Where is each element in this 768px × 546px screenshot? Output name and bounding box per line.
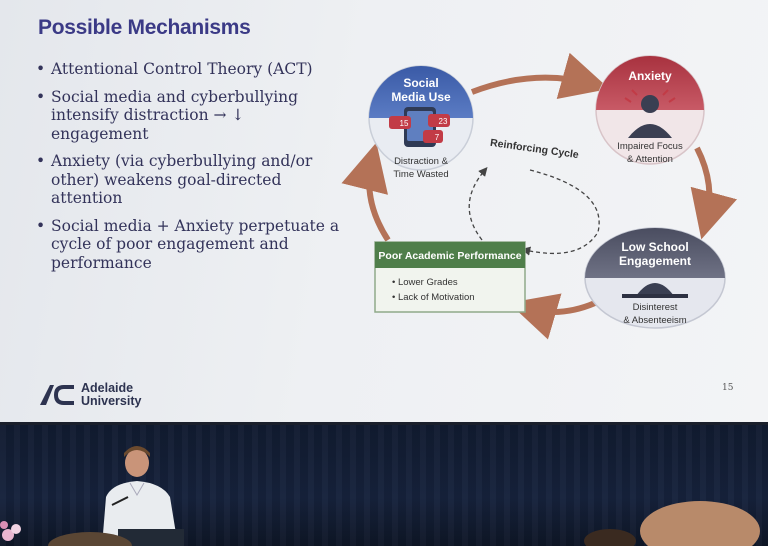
- audience-head: [48, 532, 132, 546]
- anxiety-sub-line2: & Attention: [627, 154, 673, 165]
- reinforcing-dashed-arrow: [468, 167, 488, 241]
- microphone: [111, 496, 129, 506]
- cycle-arrow: [508, 293, 597, 340]
- bullet-list: Attentional Control Theory (ACT) Social …: [34, 60, 344, 281]
- notification-badge-icon: [389, 116, 411, 129]
- slide-page-number: 15: [722, 383, 734, 393]
- cycle-arrow: [341, 142, 391, 242]
- academic-title: Poor Academic Performance: [378, 250, 521, 262]
- engagement-sub-line2: & Absenteeism: [623, 315, 686, 326]
- engagement-title-line2: Engagement: [619, 254, 691, 268]
- university-logo: Adelaide University: [38, 382, 141, 408]
- academic-item-1: • Lower Grades: [392, 277, 458, 288]
- logo-line-1: Adelaide: [81, 381, 134, 395]
- social-sub-line1: Distraction &: [394, 156, 449, 167]
- reinforcing-cycle-label: Reinforcing Cycle: [489, 137, 579, 161]
- anxiety-sub-line1: Impaired Focus: [617, 141, 683, 152]
- reinforcing-cycle-diagram: Reinforcing Cycle Social Media Use 15 23…: [341, 52, 737, 340]
- audience-and-speaker: [0, 446, 760, 546]
- node-poor-academic-performance: Poor Academic Performance • Lower Grades…: [374, 241, 526, 313]
- node-low-school-engagement: Low School Engagement Disinterest & Abse…: [584, 227, 726, 329]
- cycle-arrow: [690, 146, 737, 240]
- node-anxiety: Anxiety Impaired Focus & Attention: [595, 55, 705, 165]
- anxiety-title: Anxiety: [628, 69, 672, 83]
- bullet-item: Social media and cyberbullying intensify…: [34, 88, 344, 144]
- bullet-item: Social media + Anxiety perpetuate a cycl…: [34, 217, 344, 273]
- social-title-line2: Media Use: [391, 90, 451, 104]
- academic-item-2: • Lack of Motivation: [392, 292, 475, 303]
- cycle-arrow: [470, 52, 610, 100]
- social-badge-2: 23: [439, 117, 448, 126]
- social-badge-1: 15: [400, 119, 409, 128]
- reinforcing-dashed-arrow: [521, 169, 600, 256]
- notification-badge-icon: [423, 130, 443, 143]
- notification-badge-icon: [428, 114, 450, 127]
- student-desk-icon: [636, 283, 674, 296]
- lectern: [118, 529, 184, 546]
- logo-line-2: University: [81, 394, 142, 408]
- social-badge-3: 7: [435, 133, 440, 142]
- node-social-media-use: Social Media Use 15 23 7 Distraction & T…: [368, 65, 474, 180]
- bullet-item: Anxiety (via cyberbullying and/or other)…: [34, 152, 344, 208]
- university-logo-icon: [40, 385, 74, 405]
- bullet-item: Attentional Control Theory (ACT): [34, 60, 344, 79]
- engagement-sub-line1: Disinterest: [633, 302, 678, 313]
- social-title-line1: Social: [403, 76, 438, 90]
- engagement-title-line1: Low School: [621, 240, 688, 254]
- slide-title: Possible Mechanisms: [38, 16, 251, 39]
- audience-head: [640, 501, 760, 546]
- anxious-person-icon: [641, 95, 659, 113]
- audience-head: [584, 529, 636, 546]
- presentation-slide: Possible Mechanisms Attentional Control …: [0, 0, 768, 425]
- flower-decoration: [0, 521, 21, 541]
- social-sub-line2: Time Wasted: [393, 169, 448, 180]
